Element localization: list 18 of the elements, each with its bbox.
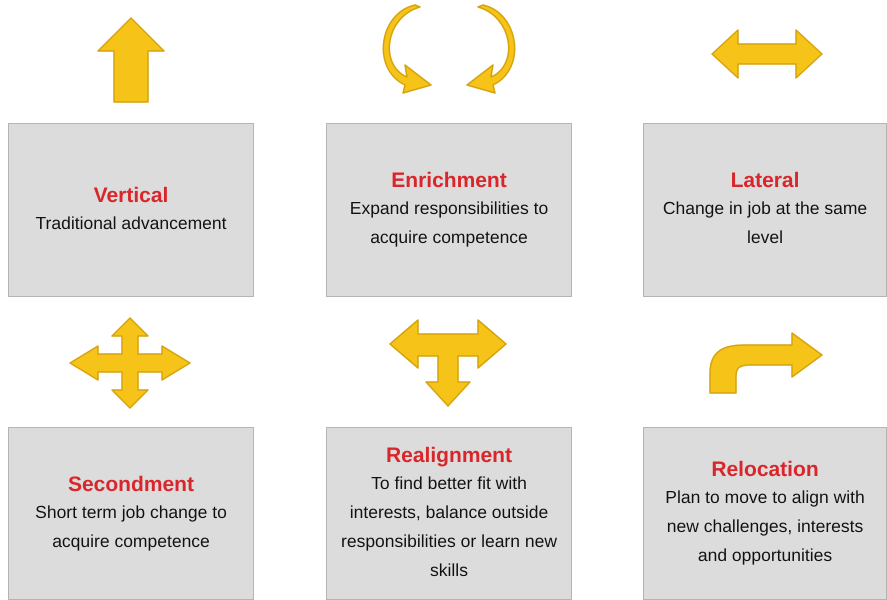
category-box bbox=[8, 123, 254, 297]
category-title: Realignment bbox=[386, 442, 512, 468]
category-box bbox=[643, 427, 887, 600]
category-title: Lateral bbox=[730, 168, 800, 194]
category-title: Vertical bbox=[94, 182, 168, 208]
category-description: To find better fit with interests, balance outside responsibilities or learn new skills bbox=[341, 472, 557, 582]
category-description: Plan to move to align with new challenges, interests and opportunities bbox=[664, 486, 866, 567]
category-title: Secondment bbox=[68, 472, 194, 498]
category-box bbox=[326, 123, 572, 297]
category-description: Short term job change to acquire competence bbox=[34, 500, 228, 553]
category-title: Relocation bbox=[711, 457, 819, 483]
category-description: Change in job at the same level bbox=[662, 197, 868, 249]
category-box bbox=[326, 427, 572, 600]
category-description: Traditional advancement bbox=[36, 212, 226, 234]
category-title: Enrichment bbox=[391, 168, 507, 194]
category-box bbox=[643, 123, 887, 297]
category-description: Expand responsibilities to acquire competence bbox=[348, 197, 550, 249]
category-box bbox=[8, 427, 254, 600]
